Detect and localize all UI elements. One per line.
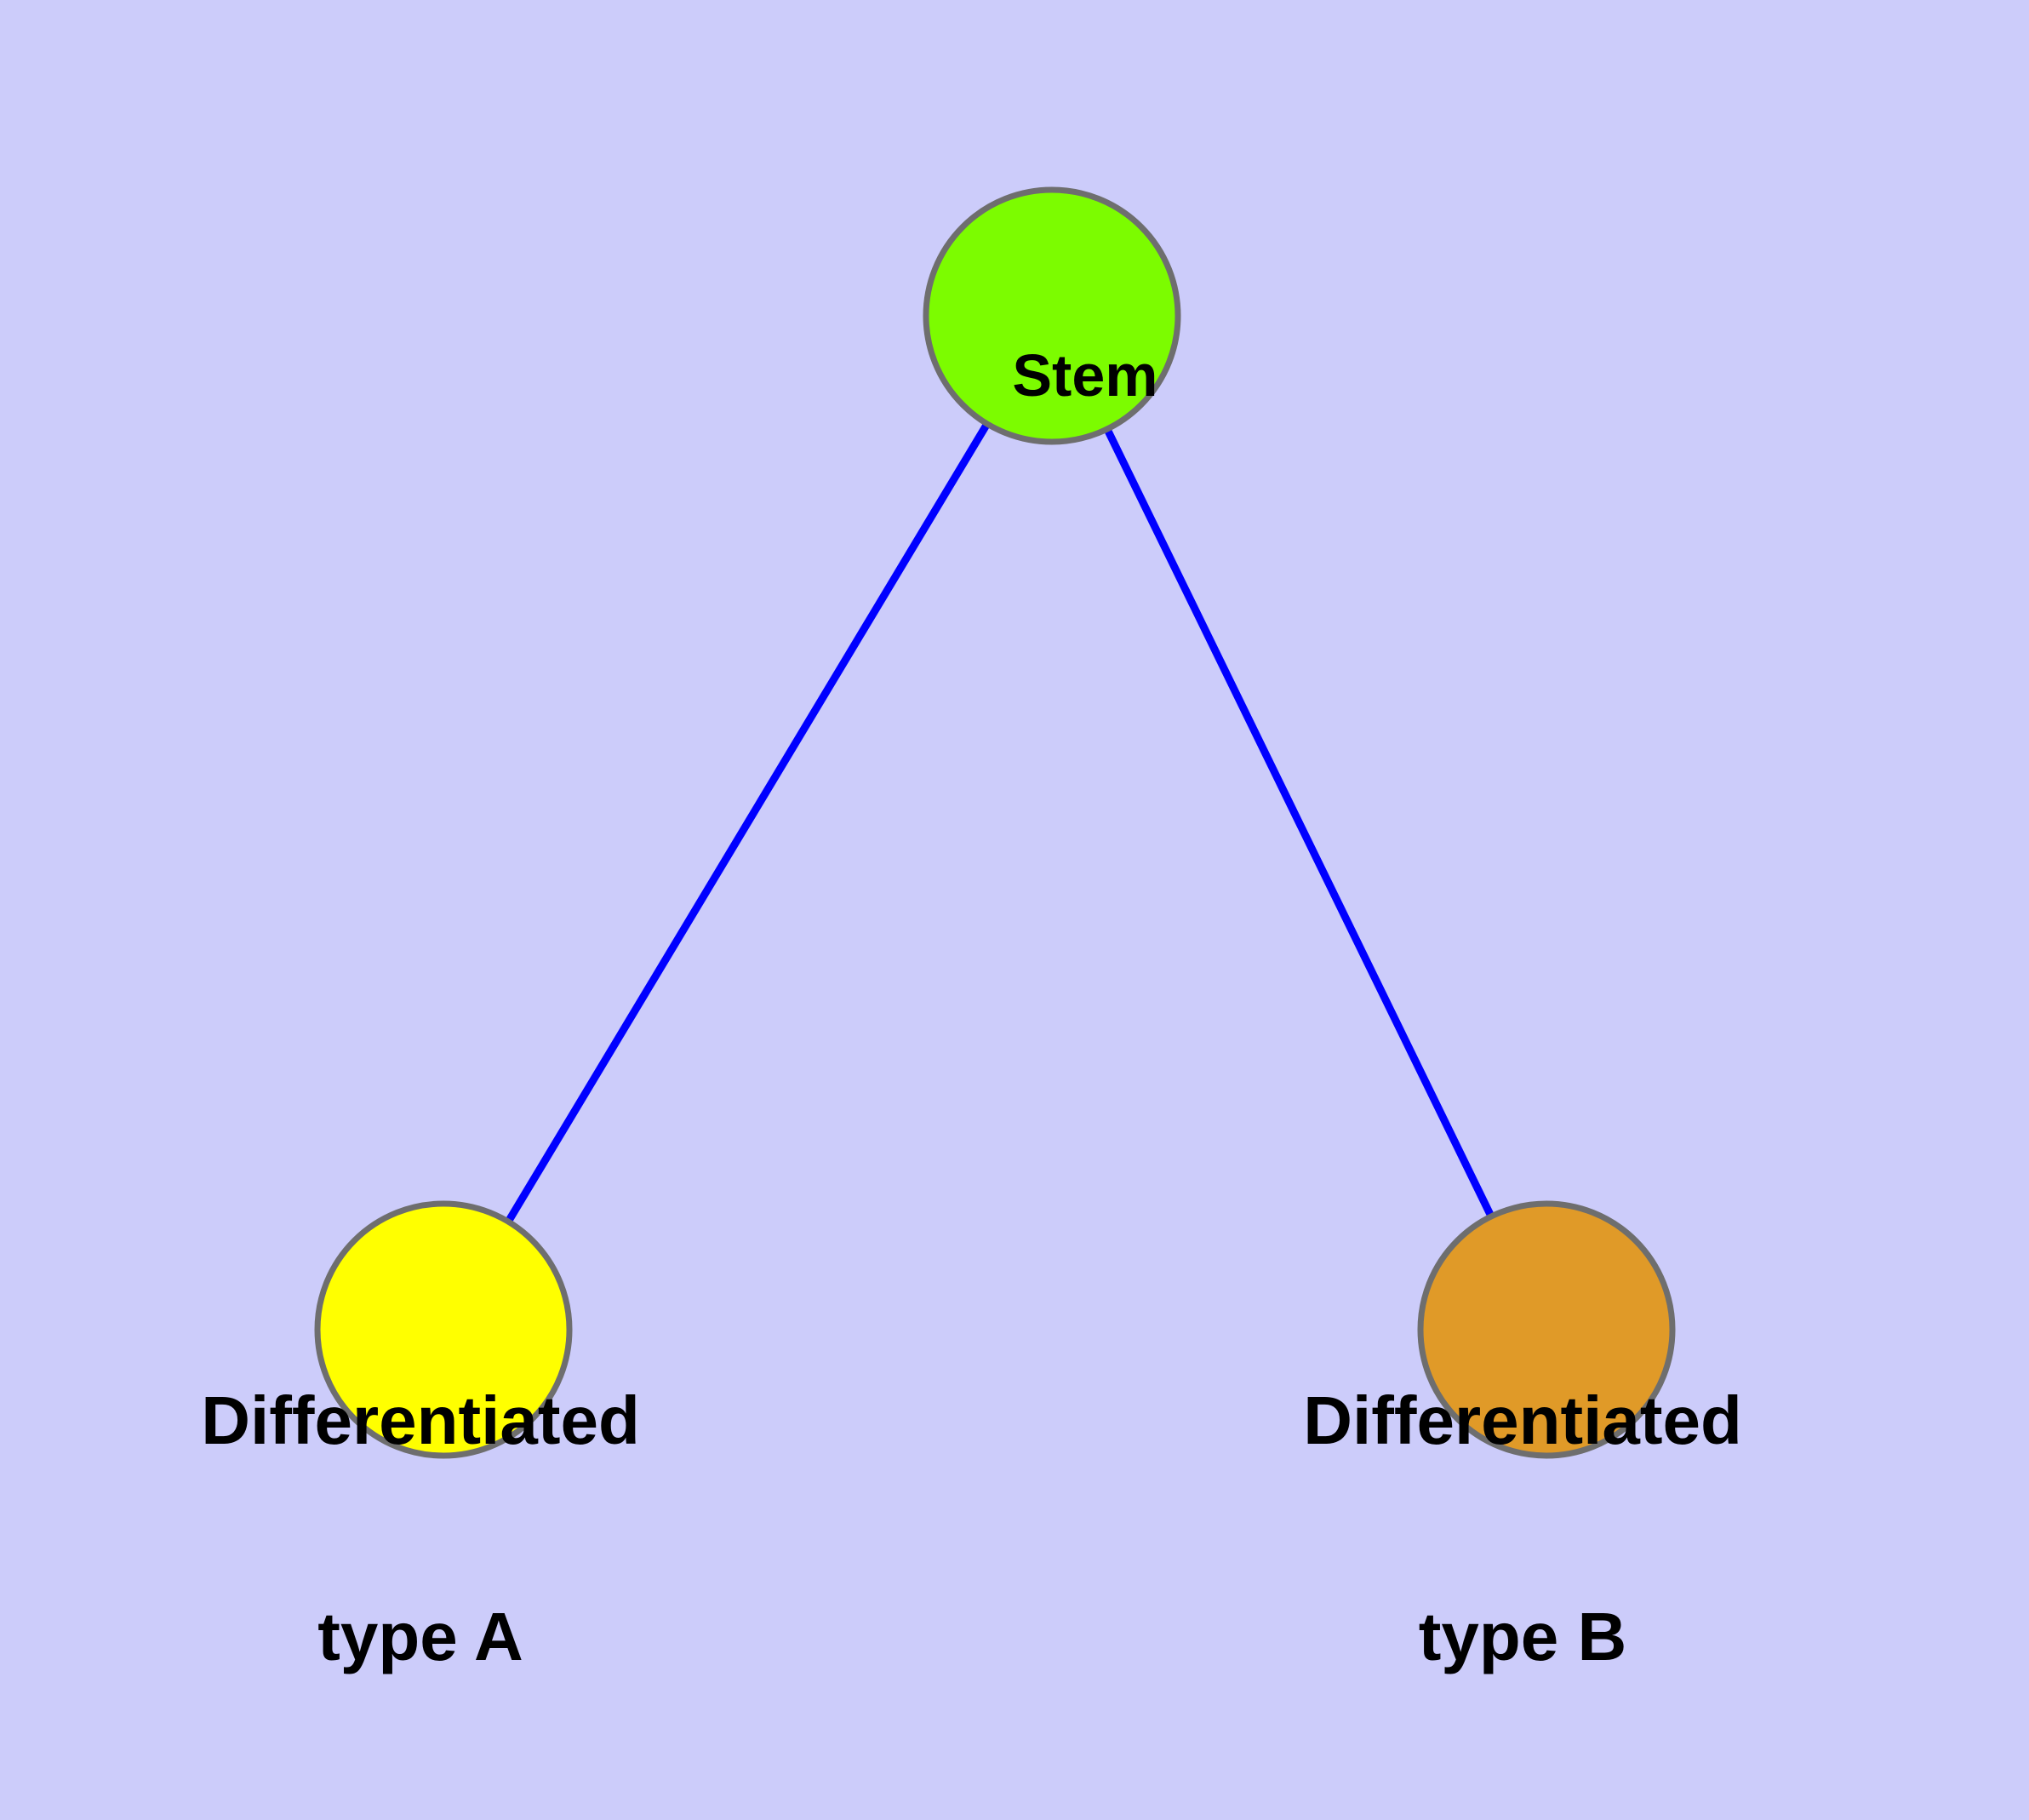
edge-stem-to-differentiated-b[interactable] [1048,314,1551,1331]
node-layer [314,186,1676,1459]
node-stem[interactable] [923,186,1181,445]
node-differentiated-a[interactable] [314,1200,573,1459]
edge-stem-to-differentiated-a[interactable] [440,313,1055,1332]
node-differentiated-b[interactable] [1417,1200,1676,1459]
edge-layer [440,313,1551,1332]
